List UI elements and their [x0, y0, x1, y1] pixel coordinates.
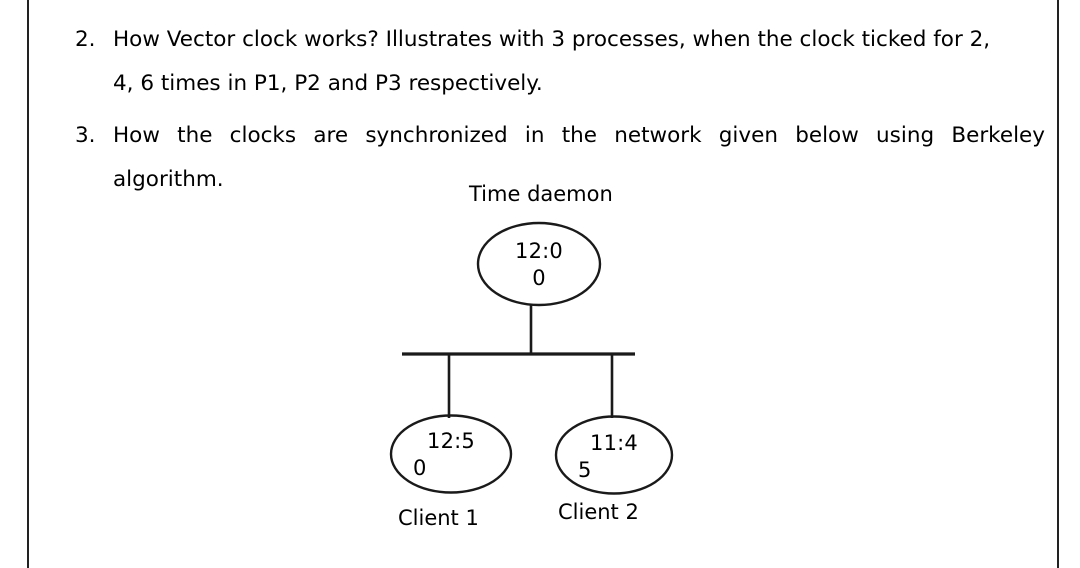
question-2-line-1: How Vector clock works? Illustrates with…	[113, 27, 991, 52]
question-3-line-1: How the clocks are synchronized in the n…	[113, 123, 1045, 148]
question-text-3: How the clocks are synchronized in the n…	[113, 114, 1045, 202]
time-daemon-label: Time daemon	[469, 182, 613, 206]
client1-label: Client 1	[398, 506, 479, 530]
page-border-right	[1057, 0, 1059, 568]
network-diagram-svg	[389, 221, 674, 495]
question-number-3: 3.	[75, 123, 96, 148]
question-number-2: 2.	[75, 27, 96, 52]
client2-ellipse	[554, 415, 674, 495]
berkeley-network-diagram: Time daemon Client 1 Client 2 12:0 0 12:…	[330, 178, 750, 548]
client1-ellipse	[389, 414, 513, 494]
question-text-2: How Vector clock works? Illustrates with…	[113, 18, 1045, 106]
time-daemon-ellipse	[476, 221, 602, 307]
question-2-line-2: 4, 6 times in P1, P2 and P3 respectively…	[113, 71, 543, 96]
page-border-left	[27, 0, 29, 568]
client2-label: Client 2	[558, 500, 639, 524]
question-3-line-2: algorithm.	[113, 167, 224, 192]
